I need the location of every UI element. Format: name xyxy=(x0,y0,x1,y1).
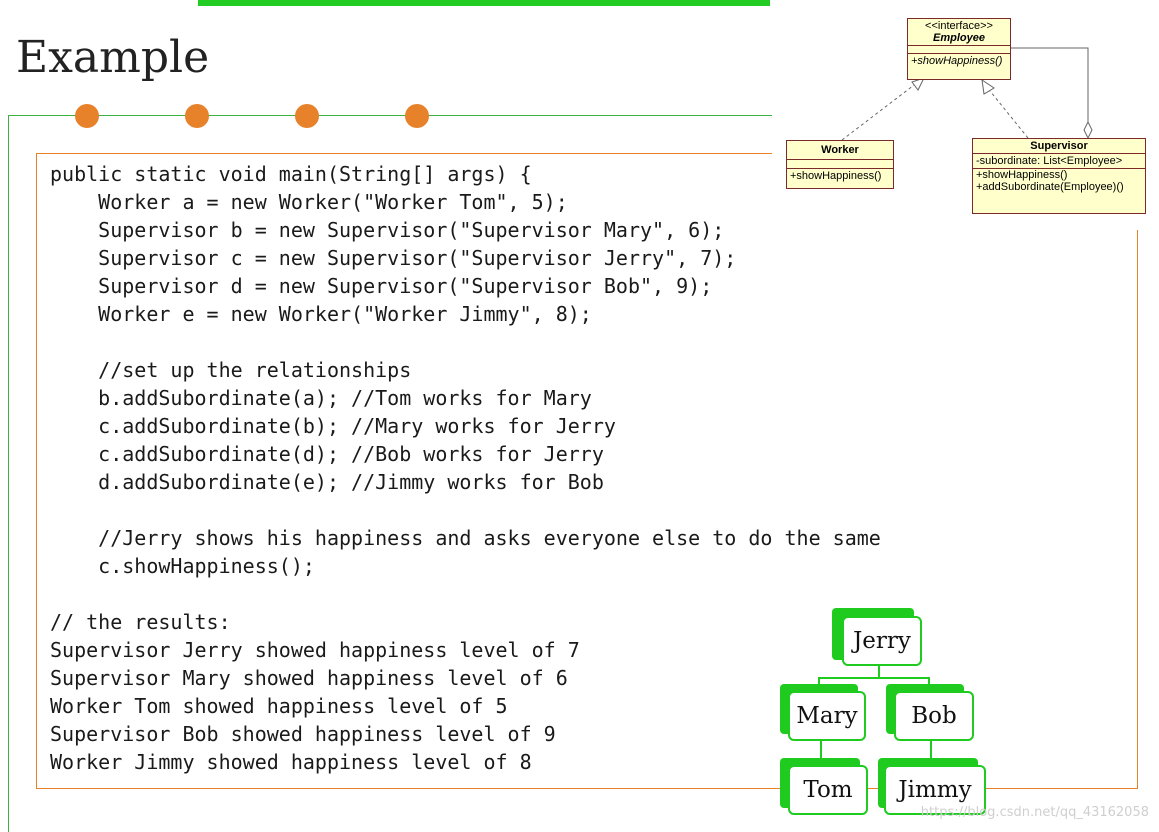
code-line: // the results: xyxy=(50,610,231,634)
code-line: Supervisor Jerry showed happiness level … xyxy=(50,638,580,662)
realization-arrow-worker xyxy=(911,77,925,91)
code-line: //set up the relationships xyxy=(50,358,412,382)
code-line: Worker e = new Worker("Worker Jimmy", 8)… xyxy=(50,302,592,326)
code-frame xyxy=(36,153,1138,789)
employee-name: Employee xyxy=(933,32,985,44)
employee-method: +showHappiness() xyxy=(908,53,1010,68)
code-line: c.addSubordinate(b); //Mary works for Je… xyxy=(50,414,616,438)
code-line: d.addSubordinate(e); //Jimmy works for B… xyxy=(50,470,604,494)
uml-diagram: <<interface>> Employee +showHappiness() … xyxy=(772,0,1159,230)
code-line: public static void main(String[] args) { xyxy=(50,162,532,186)
supervisor-method-1: +showHappiness() xyxy=(976,169,1068,181)
code-line: //Jerry shows his happiness and asks eve… xyxy=(50,526,881,550)
code-line: Worker a = new Worker("Worker Tom", 5); xyxy=(50,190,568,214)
tree-line-branch-top xyxy=(818,677,930,679)
supervisor-name: Supervisor xyxy=(1030,140,1088,152)
code-line: Supervisor Mary showed happiness level o… xyxy=(50,666,568,690)
code-line: Supervisor b = new Supervisor("Superviso… xyxy=(50,218,725,242)
code-line: Supervisor d = new Supervisor("Superviso… xyxy=(50,274,713,298)
tree-node-jerry: Jerry xyxy=(842,616,922,666)
watermark-text: https://blog.csdn.net/qq_43162058 xyxy=(920,805,1149,820)
realization-arrow-supervisor xyxy=(981,78,995,95)
supervisor-field: -subordinate: List<Employee> xyxy=(973,153,1145,168)
worker-method: +showHappiness() xyxy=(787,168,893,183)
bullet-dot-2 xyxy=(185,104,209,128)
code-line: Worker Tom showed happiness level of 5 xyxy=(50,694,508,718)
uml-connectors xyxy=(841,47,1093,141)
tree-line-bob-jimmy xyxy=(930,740,932,764)
code-line: b.addSubordinate(a); //Tom works for Mar… xyxy=(50,386,592,410)
tree-node-jimmy: Jimmy xyxy=(884,765,986,815)
slide-title: Example xyxy=(16,32,210,83)
uml-class-worker: Worker +showHappiness() xyxy=(786,140,894,189)
tree-line-mary-tom xyxy=(820,740,822,764)
bullet-dot-3 xyxy=(295,104,319,128)
worker-name: Worker xyxy=(821,144,859,156)
frame-line-top xyxy=(8,115,778,116)
code-line: c.addSubordinate(d); //Bob works for Jer… xyxy=(50,442,604,466)
code-line: Worker Jimmy showed happiness level of 8 xyxy=(50,750,532,774)
tree-node-mary: Mary xyxy=(788,691,866,741)
realization-line-supervisor xyxy=(985,85,1029,139)
bullet-dot-1 xyxy=(75,104,99,128)
title-accent-bar xyxy=(198,0,770,6)
uml-class-employee: <<interface>> Employee +showHappiness() xyxy=(907,18,1011,80)
uml-class-supervisor: Supervisor -subordinate: List<Employee> … xyxy=(972,138,1146,214)
code-line: c.showHappiness(); xyxy=(50,554,315,578)
frame-line-left xyxy=(8,115,9,832)
realization-line-worker xyxy=(841,81,919,141)
aggregation-line xyxy=(1010,47,1089,122)
supervisor-method-2: +addSubordinate(Employee)() xyxy=(976,181,1124,193)
bullet-dot-4 xyxy=(405,104,429,128)
code-line: Supervisor Bob showed happiness level of… xyxy=(50,722,556,746)
tree-node-tom: Tom xyxy=(788,765,868,815)
code-line: Supervisor c = new Supervisor("Superviso… xyxy=(50,246,737,270)
aggregation-diamond xyxy=(1083,120,1093,140)
tree-line-root-down xyxy=(878,666,880,678)
tree-node-bob: Bob xyxy=(894,691,974,741)
code-block: public static void main(String[] args) {… xyxy=(50,160,881,776)
employee-stereotype: <<interface>> xyxy=(925,20,993,32)
